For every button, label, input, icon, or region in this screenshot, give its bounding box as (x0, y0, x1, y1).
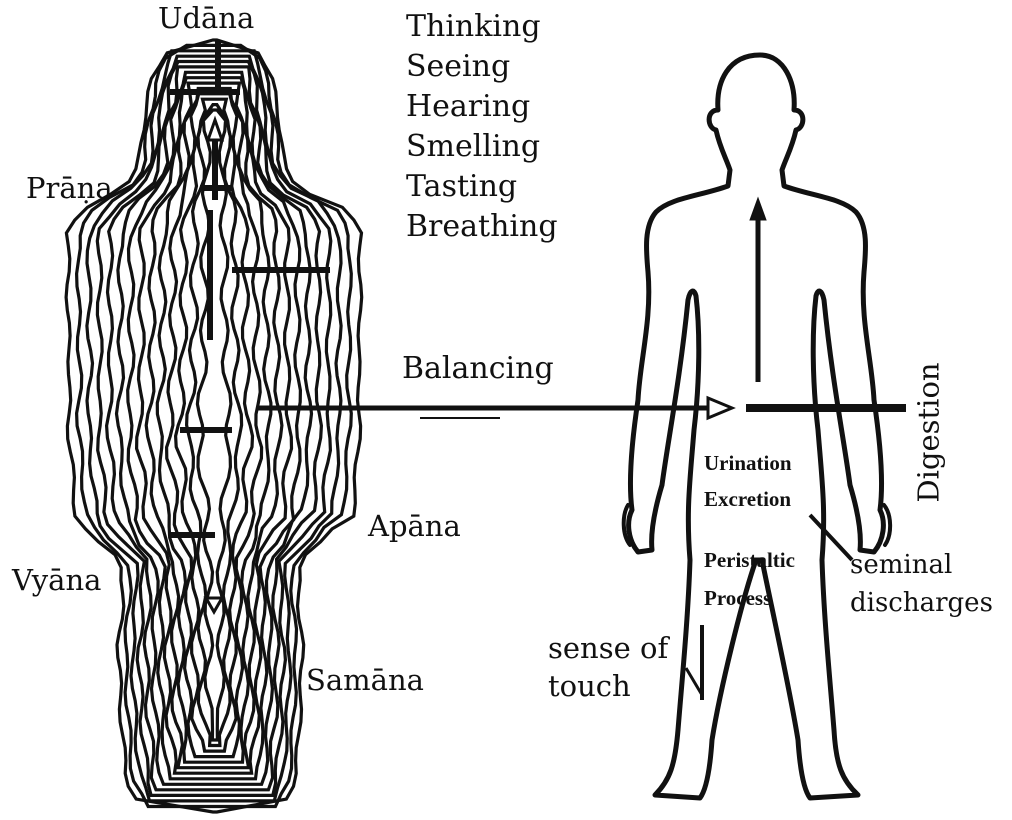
function-smelling: Smelling (406, 132, 540, 162)
label-peristaltic: Peristaltic (704, 550, 795, 571)
function-tasting: Tasting (406, 172, 517, 202)
label-apana: Apāna (368, 512, 461, 541)
label-touch: touch (548, 672, 631, 701)
label-discharges: discharges (850, 590, 993, 616)
label-excretion: Excretion (704, 489, 791, 510)
function-breathing: Breathing (406, 212, 558, 242)
label-balancing: Balancing (402, 354, 554, 384)
label-digestion: Digestion (915, 358, 944, 508)
label-process: Process (704, 588, 771, 609)
label-vyana: Vyāna (12, 566, 101, 595)
human-outline (624, 55, 890, 798)
internal-flow-marks (420, 198, 906, 700)
label-urination: Urination (704, 453, 792, 474)
label-udana: Udāna (158, 4, 254, 33)
function-thinking: Thinking (406, 12, 541, 42)
label-sense-of: sense of (548, 634, 668, 663)
label-seminal: seminal (850, 552, 952, 578)
label-samana: Samāna (306, 666, 424, 695)
function-hearing: Hearing (406, 92, 530, 122)
label-prana: Prāṇa (26, 174, 113, 203)
function-seeing: Seeing (406, 52, 510, 82)
contour-line (187, 105, 242, 746)
